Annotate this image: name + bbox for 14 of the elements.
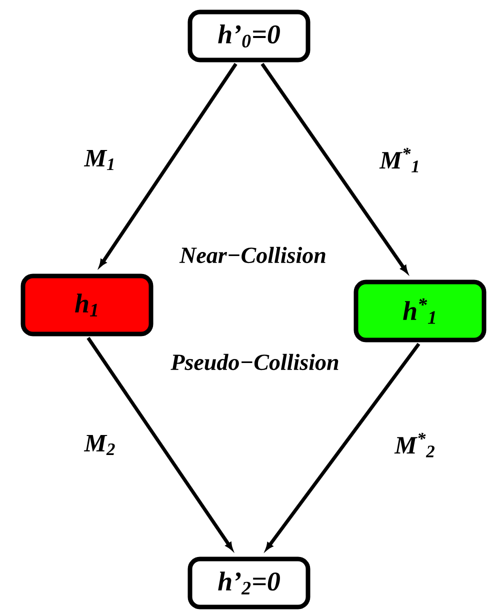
arrow [260, 62, 408, 274]
edge-label: M$^{*}$2 [394, 432, 434, 458]
arrow [99, 62, 238, 268]
value-box: h’$_{2}$=0 [188, 556, 310, 610]
edge-label: M$_{2}$ [84, 434, 115, 456]
collision-label: Near−Collision [178, 246, 328, 264]
arrow [265, 342, 420, 550]
edge-label: M$^{*}$1 [379, 148, 418, 172]
value-box: h$_{1}$ [20, 274, 154, 336]
value-box: h’$_{0}$=0 [188, 10, 310, 62]
collision-label: Pseudo−Collision [170, 352, 340, 372]
arrow [86, 336, 233, 550]
value-box: h$^{*}$1 [354, 280, 486, 342]
edge-label: M$_{1}$ [84, 150, 114, 170]
